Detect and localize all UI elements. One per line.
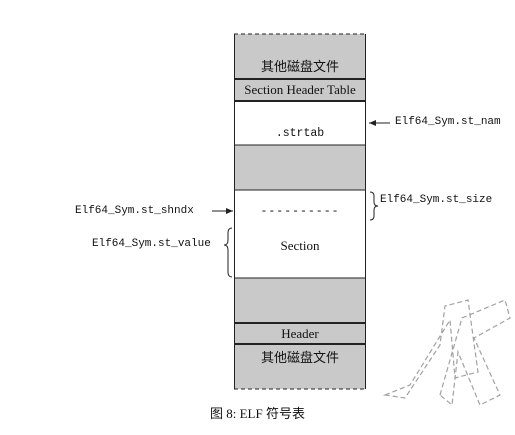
st-name-label: Elf64_Sym.st_nam: [395, 116, 501, 128]
figure-caption: 图 8: ELF 符号表: [210, 406, 305, 421]
strtab-block: .strtab: [234, 101, 366, 145]
dashes-block: ----------: [234, 190, 366, 228]
st-value-brace: [223, 227, 233, 278]
st-size-brace: [369, 191, 379, 221]
st-shndx-dashes: ----------: [260, 204, 340, 218]
bottom-other-files-label: 其他磁盘文件: [260, 350, 339, 365]
section-header-table-block: Section Header Table: [234, 79, 366, 101]
section-header-table-label: Section Header Table: [244, 82, 356, 97]
top-other-files-label: 其他磁盘文件: [260, 59, 339, 74]
nz-watermark: [382, 299, 511, 407]
section-block: Section: [234, 228, 366, 278]
strtab-label: .strtab: [275, 126, 325, 140]
top-other-files-block: 其他磁盘文件: [234, 34, 366, 79]
gap-block-upper: [234, 145, 366, 190]
section-label: Section: [280, 238, 320, 253]
st-value-label: Elf64_Sym.st_value: [92, 238, 211, 250]
header-label: Header: [281, 325, 319, 341]
st-shndx-label: Elf64_Sym.st_shndx: [75, 205, 194, 217]
st-size-label: Elf64_Sym.st_size: [380, 194, 493, 206]
bottom-other-files-block: 其他磁盘文件: [234, 344, 366, 389]
gap-block-lower: [234, 278, 366, 323]
header-block: Header: [234, 323, 366, 344]
